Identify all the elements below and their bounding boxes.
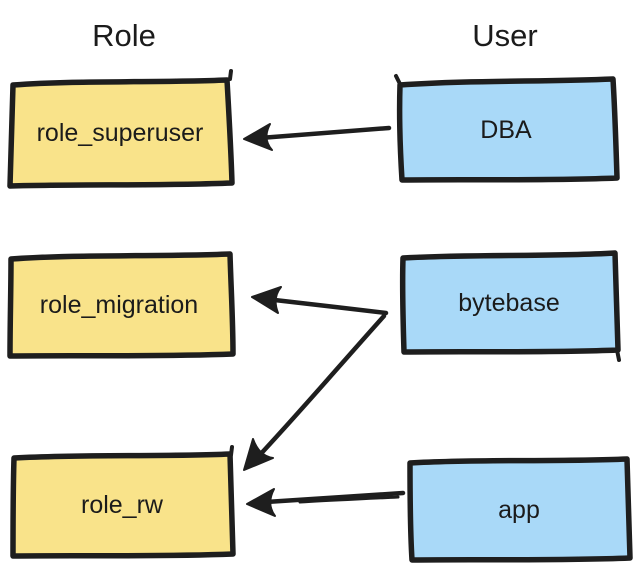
- node-role-migration: role_migration: [7, 251, 236, 359]
- arrow-shaft: [263, 490, 406, 505]
- dba-box: [396, 76, 620, 183]
- role-superuser-box: [7, 77, 235, 189]
- sketch-overshoot: [615, 348, 621, 362]
- arrow-shaft: [257, 125, 392, 141]
- app-box: [407, 456, 633, 563]
- sketch-overshoot: [394, 74, 402, 86]
- arrow-shaft: [253, 313, 387, 462]
- arrow-dba-to-role-superuser: [243, 123, 392, 151]
- sketch-overshoot: [228, 69, 233, 81]
- arrow-head-icon: [251, 286, 282, 314]
- bytebase-label: bytebase: [458, 289, 559, 317]
- node-role-superuser: role_superuser: [7, 69, 235, 189]
- node-user-app: app: [407, 456, 633, 563]
- node-role-rw: role_rw: [10, 445, 236, 559]
- app-label: app: [498, 496, 540, 524]
- node-user-bytebase: bytebase: [399, 250, 621, 362]
- arrow-bytebase-to-role-rw: [243, 313, 387, 471]
- dba-label: DBA: [480, 116, 532, 144]
- edges: [243, 123, 406, 517]
- arrow-shaft-sketch-double: [298, 495, 400, 504]
- node-user-dba: DBA: [394, 74, 620, 183]
- role-rw-label: role_rw: [81, 491, 164, 519]
- role-migration-label: role_migration: [40, 291, 198, 319]
- role-column-header: Role: [92, 18, 156, 53]
- role-rw-box: [10, 451, 236, 559]
- arrow-head-icon: [246, 488, 276, 517]
- arrow-head-icon: [243, 123, 273, 151]
- column-headers: Role User: [92, 18, 538, 53]
- role-migration-box: [7, 251, 236, 359]
- role-superuser-label: role_superuser: [37, 119, 204, 147]
- arrow-head-icon: [243, 438, 274, 471]
- user-column-header: User: [472, 18, 537, 53]
- arrow-shaft: [263, 296, 389, 316]
- sketch-overshoot: [229, 445, 234, 457]
- arrow-app-to-role-rw: [246, 488, 406, 517]
- arrow-bytebase-to-role-migration: [251, 286, 389, 316]
